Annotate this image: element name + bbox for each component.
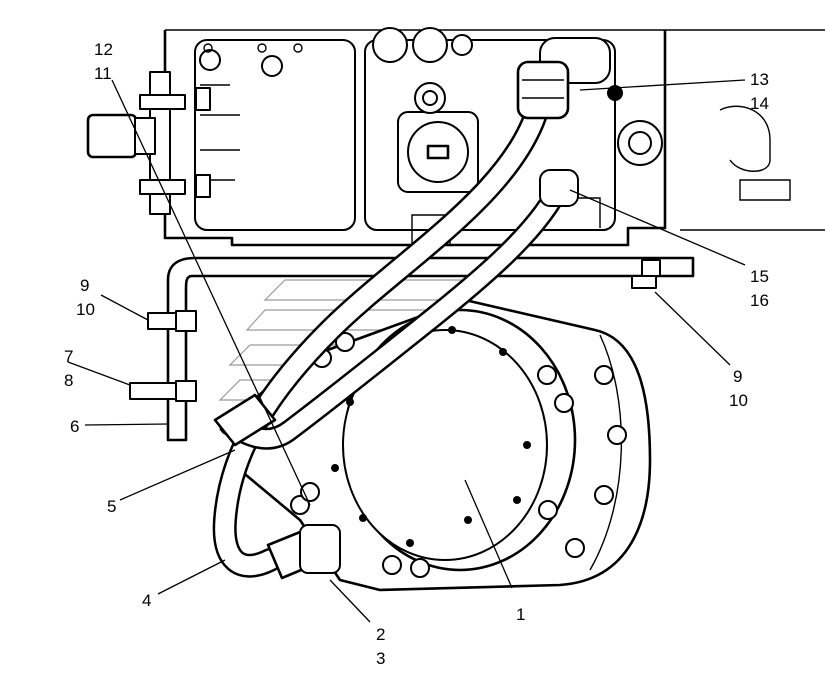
callout-10-right: 10	[729, 391, 748, 410]
callout-7: 7	[64, 347, 73, 366]
callout-8: 8	[64, 371, 73, 390]
mounting-bracket	[129, 256, 695, 442]
callout-2: 2	[376, 625, 385, 644]
leader-lines	[67, 79, 746, 623]
callout-10-left: 10	[76, 300, 95, 319]
engine-block	[163, 27, 825, 247]
callout-4: 4	[142, 591, 151, 610]
callout-15: 15	[750, 267, 769, 286]
hydraulic-motor	[228, 298, 652, 592]
hydraulic-hoses	[212, 60, 579, 580]
callout-5: 5	[107, 497, 116, 516]
callout-14: 14	[750, 94, 769, 113]
callout-9-left: 9	[80, 276, 89, 295]
callout-3: 3	[376, 649, 385, 668]
callout-labels: 1 2 3 4 5 6 7 8 9 10 9 10 12 11 13 14 15…	[64, 40, 769, 668]
callout-13: 13	[750, 70, 769, 89]
callout-9-right: 9	[733, 367, 742, 386]
callout-1: 1	[516, 605, 525, 624]
callout-6: 6	[70, 417, 79, 436]
callout-16: 16	[750, 291, 769, 310]
callout-12: 12	[94, 40, 113, 59]
callout-11: 11	[94, 64, 112, 83]
